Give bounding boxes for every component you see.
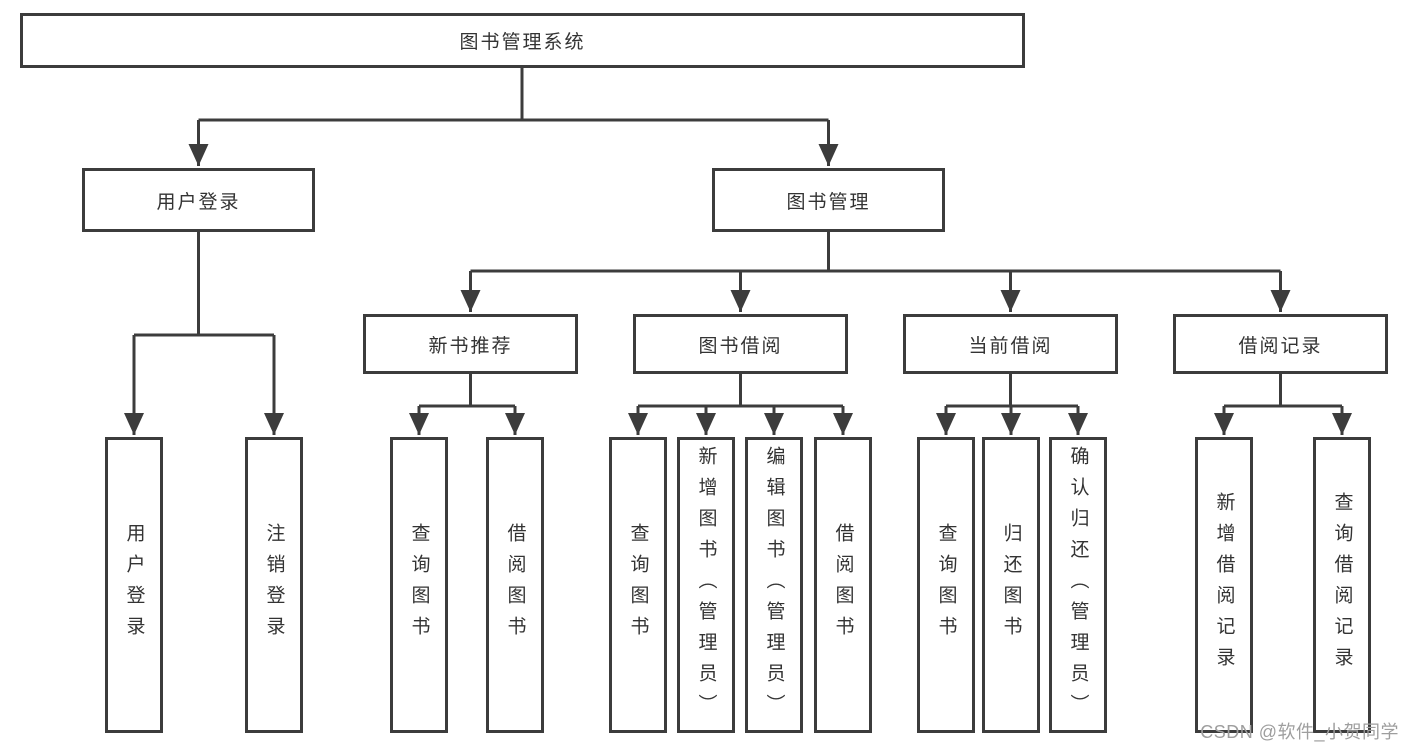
leaf-label: 查询图书 (627, 523, 649, 647)
leaf-query-books-recommend: 查询图书 (390, 437, 448, 733)
leaf-add-borrow-record: 新增借阅记录 (1195, 437, 1253, 733)
node-label: 新书推荐 (428, 335, 513, 357)
leaf-label: 注销登录 (263, 523, 285, 647)
node-label: 当前借阅 (968, 335, 1053, 357)
leaf-label: 查询借阅记录 (1331, 492, 1353, 678)
node-current-borrow: 当前借阅 (903, 314, 1118, 374)
leaf-label: 查询图书 (408, 523, 430, 647)
leaf-add-books-admin: 新增图书（管理员） (677, 437, 735, 733)
node-borrow-records: 借阅记录 (1173, 314, 1388, 374)
leaf-borrow-books: 借阅图书 (814, 437, 872, 733)
connector-borrow-records-stem (1224, 374, 1342, 408)
node-label: 图书管理系统 (459, 32, 586, 53)
leaf-query-books-current: 查询图书 (917, 437, 975, 733)
connector-new-books-stem (419, 374, 515, 408)
node-root-library-system: 图书管理系统 (20, 13, 1025, 68)
leaf-label: 用户登录 (123, 523, 145, 647)
connector-root-stem (198, 68, 829, 122)
node-new-book-recommend: 新书推荐 (363, 314, 578, 374)
node-label: 用户登录 (156, 191, 241, 213)
leaf-label: 借阅图书 (504, 523, 526, 647)
leaf-logout: 注销登录 (245, 437, 303, 733)
leaf-label: 编辑图书（管理员） (763, 445, 785, 725)
csdn-watermark: CSDN @软件_小贺同学 (1200, 722, 1399, 742)
node-user-login: 用户登录 (82, 168, 315, 232)
leaf-confirm-return-admin: 确认归还（管理员） (1049, 437, 1107, 733)
connector-book-management-stem (470, 232, 1281, 273)
node-label: 借阅记录 (1238, 335, 1323, 357)
node-book-management: 图书管理 (712, 168, 945, 232)
connector-user-login-stem (134, 232, 274, 337)
connector-book-borrow-stem (638, 374, 843, 408)
leaf-label: 借阅图书 (832, 523, 854, 647)
leaf-user-login: 用户登录 (105, 437, 163, 733)
node-label: 图书管理 (786, 191, 871, 213)
leaf-borrow-books-recommend: 借阅图书 (486, 437, 544, 733)
leaf-return-books: 归还图书 (982, 437, 1040, 733)
leaf-label: 查询图书 (935, 523, 957, 647)
leaf-label: 确认归还（管理员） (1067, 445, 1089, 725)
leaf-label: 新增借阅记录 (1213, 492, 1235, 678)
leaf-edit-books-admin: 编辑图书（管理员） (745, 437, 803, 733)
connector-current-borrow-stem (946, 374, 1078, 408)
node-label: 图书借阅 (698, 335, 783, 357)
leaf-query-books-borrow: 查询图书 (609, 437, 667, 733)
leaf-query-borrow-record: 查询借阅记录 (1313, 437, 1371, 733)
node-book-borrow: 图书借阅 (633, 314, 848, 374)
leaf-label: 新增图书（管理员） (695, 445, 717, 725)
leaf-label: 归还图书 (1000, 523, 1022, 647)
